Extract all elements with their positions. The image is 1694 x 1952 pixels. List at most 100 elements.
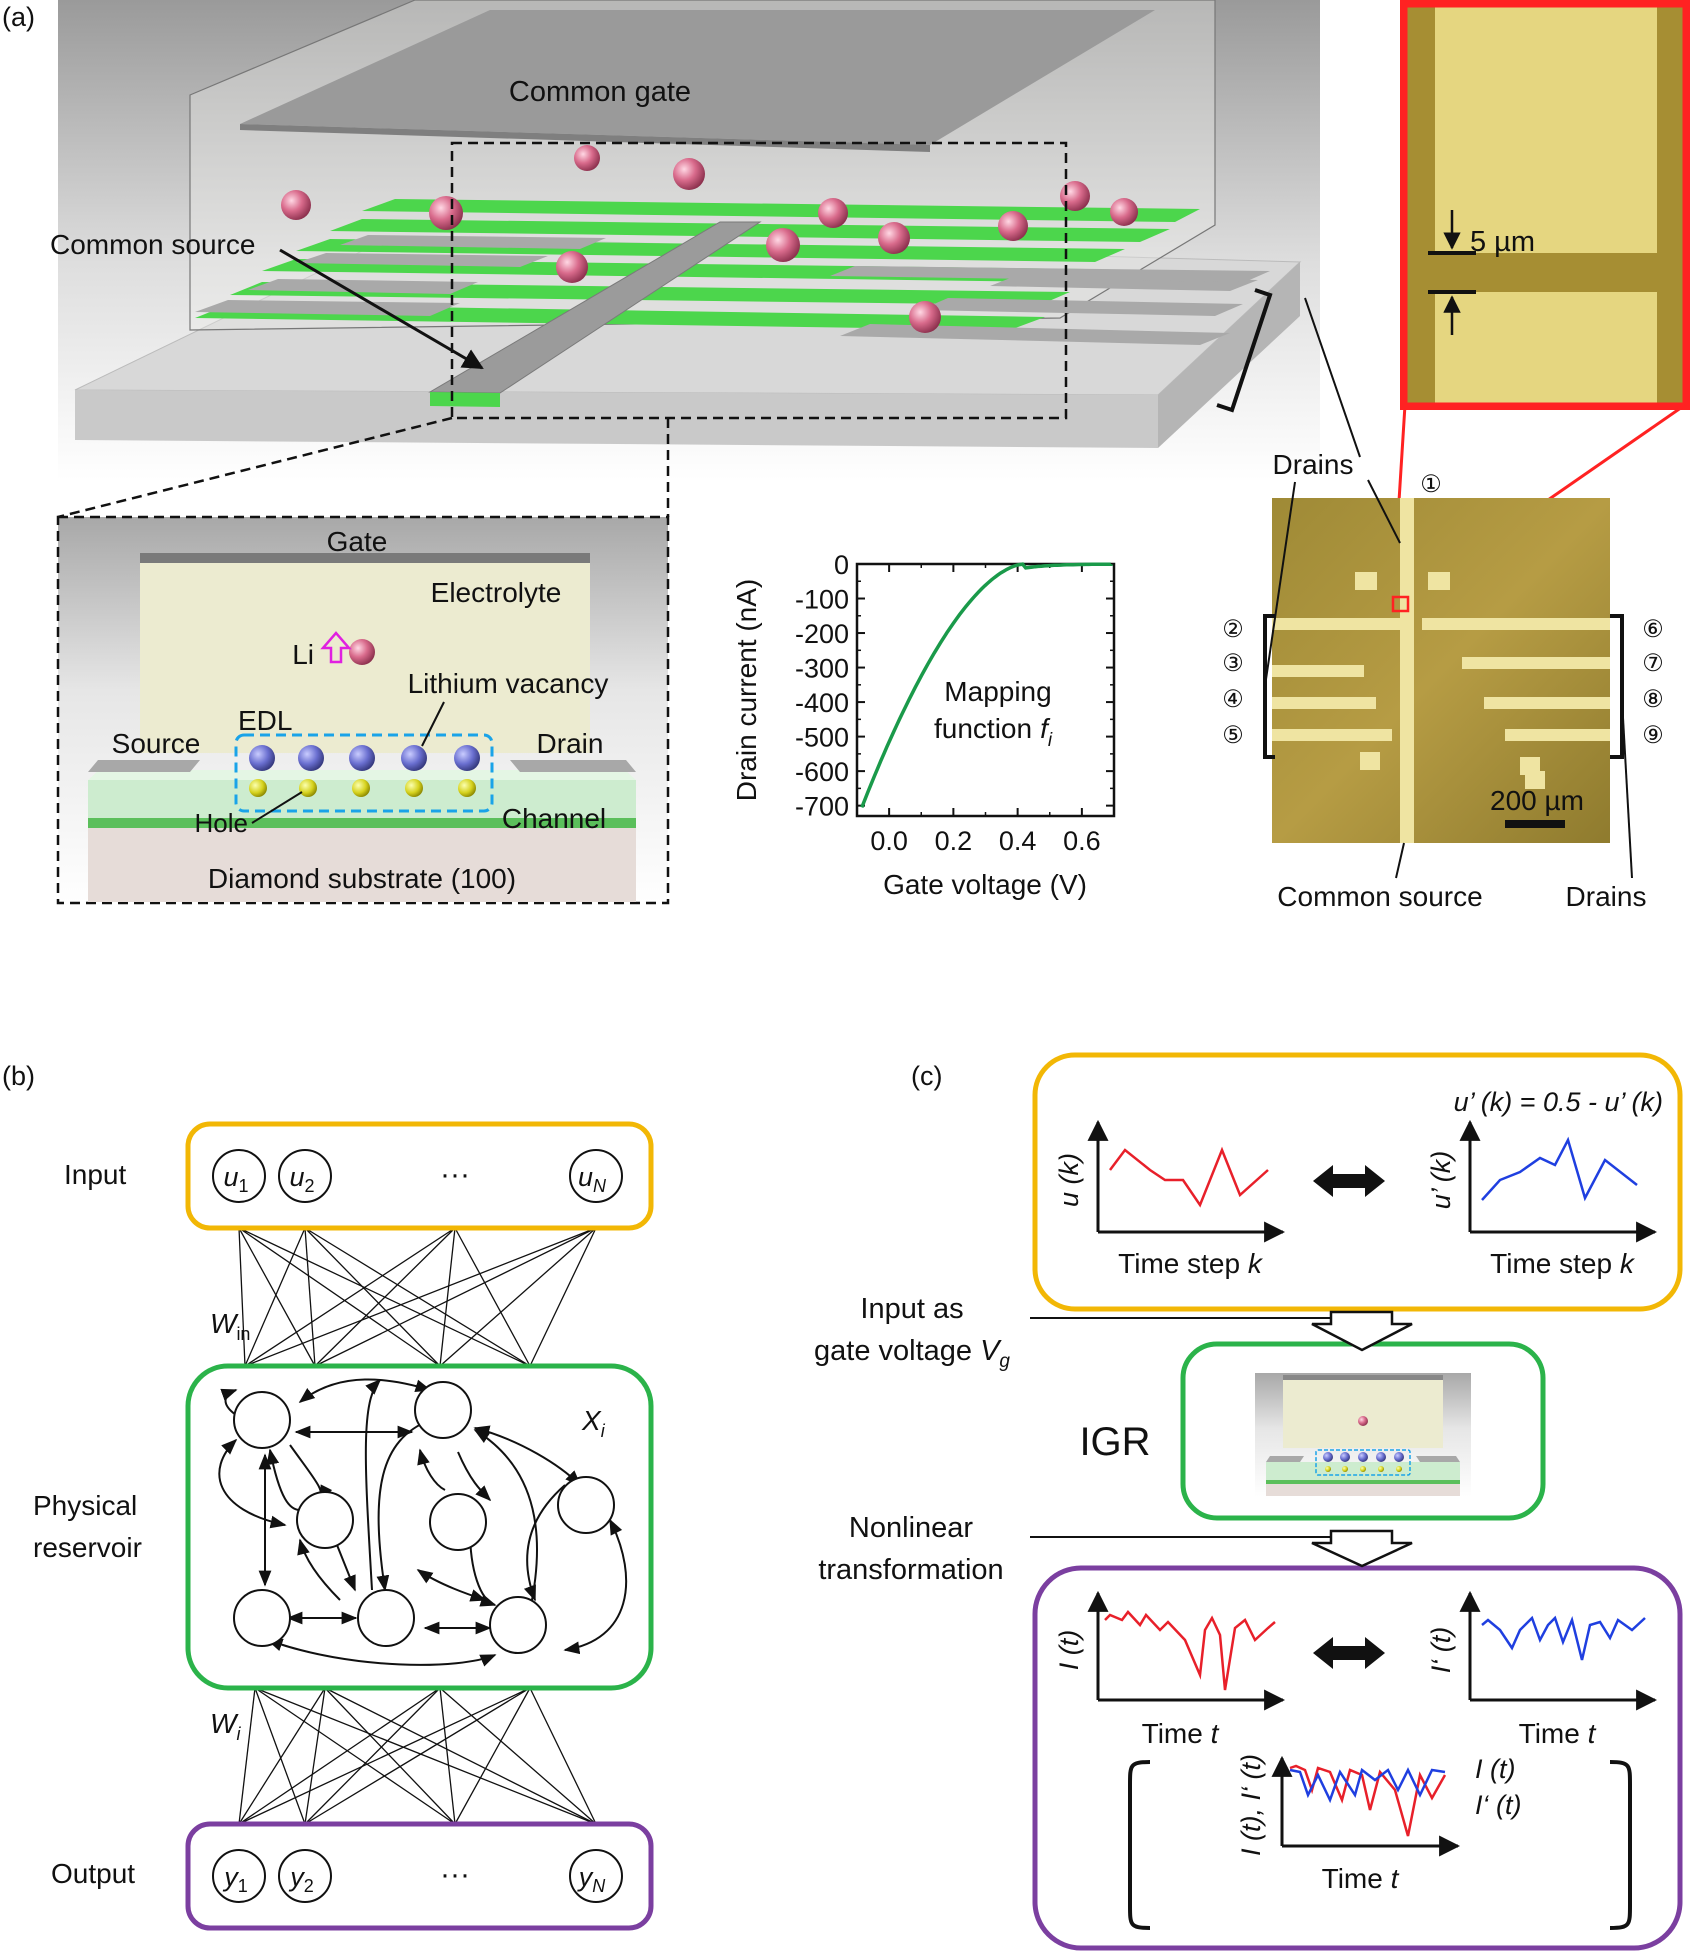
panel-c-label: (c) [911,1061,942,1091]
combined-it-series [1289,1764,1447,1837]
it-plot: I (t) Time t [1054,1590,1286,1749]
input-node-2 [278,1149,332,1203]
selection-box [450,141,1068,420]
drain-number-5: ⑤ [1222,722,1244,749]
scale-5um-label: 5 µm [1470,226,1535,258]
zoom-line-left [57,416,453,519]
drain-electrodes [195,235,1270,345]
combined-plot: I (t), I‘ (t) Time t I (t) I‘ (t) [1128,1754,1632,1930]
panel-a-label: (a) [2,2,35,32]
output-nodes: y1 y2 yN ··· [212,1849,623,1903]
uk-prime-xlabel: Time step k [1490,1248,1636,1279]
plot-xtick-label: 0.0 [870,826,908,856]
drain-label: Drain [537,728,604,759]
drains-bracket [1216,288,1273,413]
plot-ytick-label: -200 [795,619,849,649]
left-bracket [1263,614,1275,759]
it-ylabel: I (t) [1054,1630,1084,1671]
input-flow-arrow-icon [1311,1310,1413,1352]
plot-xtick-label: 0.2 [935,826,973,856]
uk-prime-plot: u’ (k) Time step k [1426,1119,1658,1279]
plot-ytick-labels: 0-100-200-300-400-500-600-700 [795,550,849,822]
it-series [1104,1610,1276,1691]
igr-device-icon [1255,1373,1471,1497]
combined-it-prime-series [1289,1767,1446,1804]
svg-text:y1: y1 [222,1862,248,1896]
drain-fingers [1272,572,1610,789]
right-paren [1609,1760,1632,1930]
input-nodes: u1 u2 uN ··· [212,1149,623,1203]
plot-ytick-label: 0 [834,550,849,580]
legend-it-prime: I‘ (t) [1475,1790,1522,1820]
holes [249,779,476,797]
plot-frame [855,562,1116,818]
source-label: Source [112,728,201,759]
double-arrow-icon [1313,1165,1385,1197]
output-node-1 [212,1849,266,1903]
li-up-arrow-icon [320,631,352,664]
gate-label: Gate [327,526,388,557]
micrograph: 5 µm 200 µm [1222,0,1690,912]
plot-ytick-label: -700 [795,792,849,822]
nonlinear-line1: Nonlinear [849,1512,973,1544]
drain-number-9: ⑨ [1642,722,1664,749]
substrate-front [75,390,1158,448]
plot-ylabel: Drain current (nA) [731,579,762,802]
plot-xtick-label: 0.6 [1063,826,1101,856]
combined-ylabel: I (t), I‘ (t) [1236,1754,1266,1856]
uk-series [1109,1146,1269,1208]
drain-number-6: ⑥ [1642,616,1664,643]
uk-xlabel: Time step k [1118,1248,1264,1279]
uk-prime-series [1481,1136,1638,1202]
drain-current-curve [860,562,1113,809]
it-prime-ylabel: I‘ (t) [1426,1627,1456,1674]
output-node-2 [278,1849,332,1903]
w-i-label: Wi [210,1708,241,1744]
drain-number-3: ③ [1222,650,1244,677]
common-source-bar [428,221,762,394]
reservoir-label: reservoir [33,1532,142,1563]
output-connections [238,1687,597,1825]
drains-top-label: Drains [1273,449,1354,480]
drain-number-7: ⑦ [1642,650,1664,677]
it-prime-xlabel: Time t [1519,1718,1597,1749]
device-3d-illustration: Common gate Common source [50,0,1320,480]
plot-xlabel: Gate voltage (V) [883,869,1087,900]
scale-bar [1505,820,1565,828]
panel-a: (a) [2,0,1690,912]
panel-c: (c) u’ (k) = 0.5 - u’ (k) u (k) Time ste… [814,1052,1683,1951]
output-signal-box [1032,1565,1683,1951]
legend-it: I (t) [1475,1754,1516,1784]
lithium-vacancy-label: Lithium vacancy [408,668,609,699]
uk-plot: u (k) Time step k [1054,1119,1286,1279]
common-source-pointer [279,248,484,370]
input-node-1 [212,1149,266,1203]
plot-xtick-label: 0.4 [999,826,1037,856]
reservoir-nodes [233,1381,615,1654]
svg-text:y2: y2 [288,1862,314,1896]
output-label: Output [51,1858,135,1889]
uk-prime-ylabel: u’ (k) [1426,1151,1456,1210]
combined-xlabel: Time t [1322,1863,1400,1894]
drain-number-1: ① [1420,471,1442,498]
physical-label: Physical [33,1490,137,1521]
igr-label: IGR [1079,1420,1150,1464]
edl-box [234,733,494,813]
uk-ylabel: u (k) [1054,1153,1084,1207]
common-gate-plate [240,10,1155,145]
drains-bottom-label: Drains [1566,881,1647,912]
common-gate-label: Common gate [509,76,691,108]
double-arrow-icon [1313,1637,1385,1669]
it-xlabel: Time t [1142,1718,1220,1749]
common-source-micro-label: Common source [1277,881,1482,912]
input-connections [238,1227,597,1367]
panel-b-label: (b) [2,1061,35,1091]
hole-label: Hole [195,808,248,838]
plot-ytick-label: -600 [795,757,849,787]
reservoir-network [218,1378,628,1667]
input-node-n [569,1149,623,1203]
scale-200um-label: 200 µm [1490,785,1584,816]
mapping-line1: Mapping [944,676,1051,707]
cross-section-inset: Li Gate Electrolyte Lithium vacancy EDL … [56,515,670,905]
